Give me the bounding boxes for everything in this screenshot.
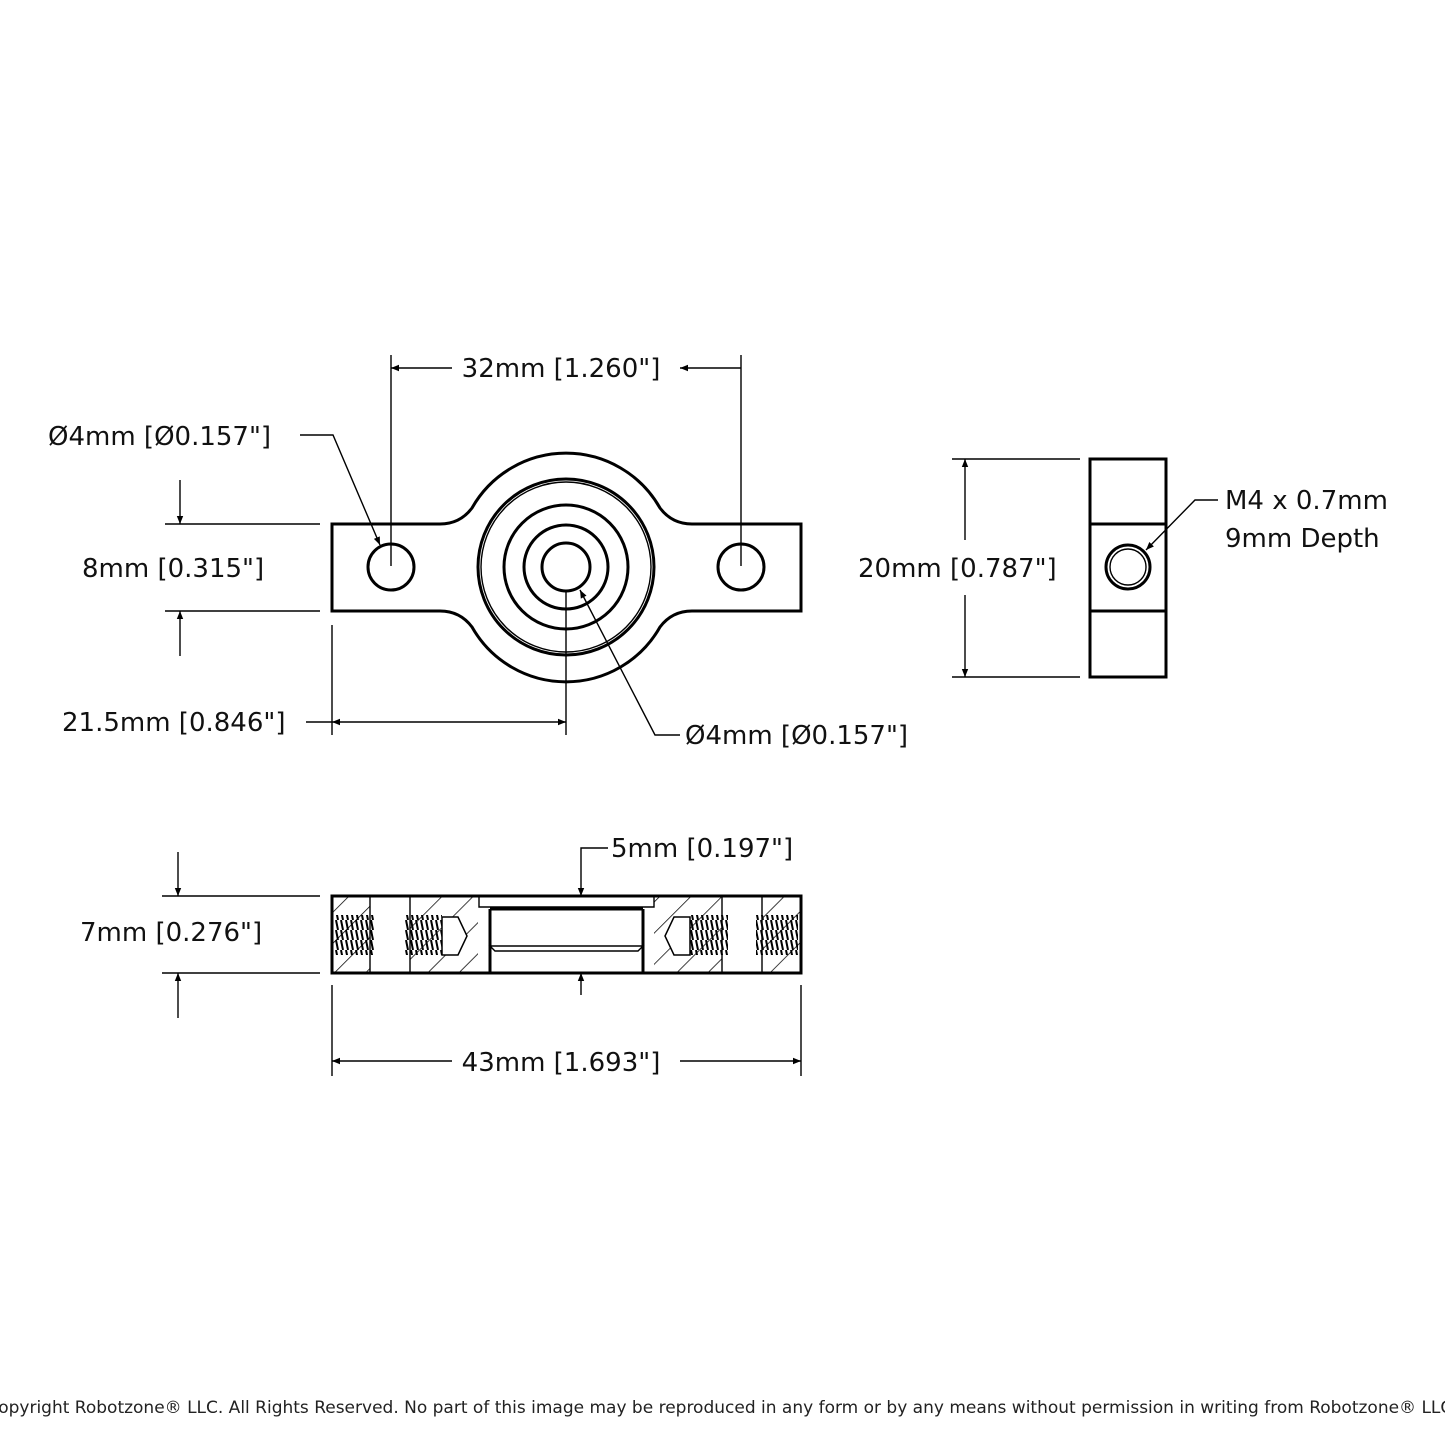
- thread-spec-label: M4 x 0.7mm: [1225, 486, 1388, 516]
- total-thickness-label: 7mm [0.276"]: [80, 918, 262, 948]
- bore-dia-label: Ø4mm [Ø0.157"]: [685, 721, 908, 751]
- overall-length-label: 43mm [1.693"]: [462, 1048, 661, 1078]
- section-view: [162, 847, 803, 1076]
- side-view: [952, 457, 1218, 679]
- side-height-label: 20mm [0.787"]: [858, 554, 1057, 584]
- center-offset-label: 21.5mm [0.846"]: [62, 708, 286, 738]
- thread-depth-label: 9mm Depth: [1225, 524, 1380, 554]
- flange-thickness-label: 5mm [0.197"]: [611, 834, 793, 864]
- hole-spacing-label: 32mm [1.260"]: [462, 354, 661, 384]
- mount-hole-dia-label: Ø4mm [Ø0.157"]: [48, 422, 271, 452]
- bore: [540, 541, 592, 593]
- top-view: [165, 355, 803, 736]
- plate-width-label: 8mm [0.315"]: [82, 554, 264, 584]
- copyright-notice: Copyright Robotzone® LLC. All Rights Res…: [0, 1398, 1445, 1418]
